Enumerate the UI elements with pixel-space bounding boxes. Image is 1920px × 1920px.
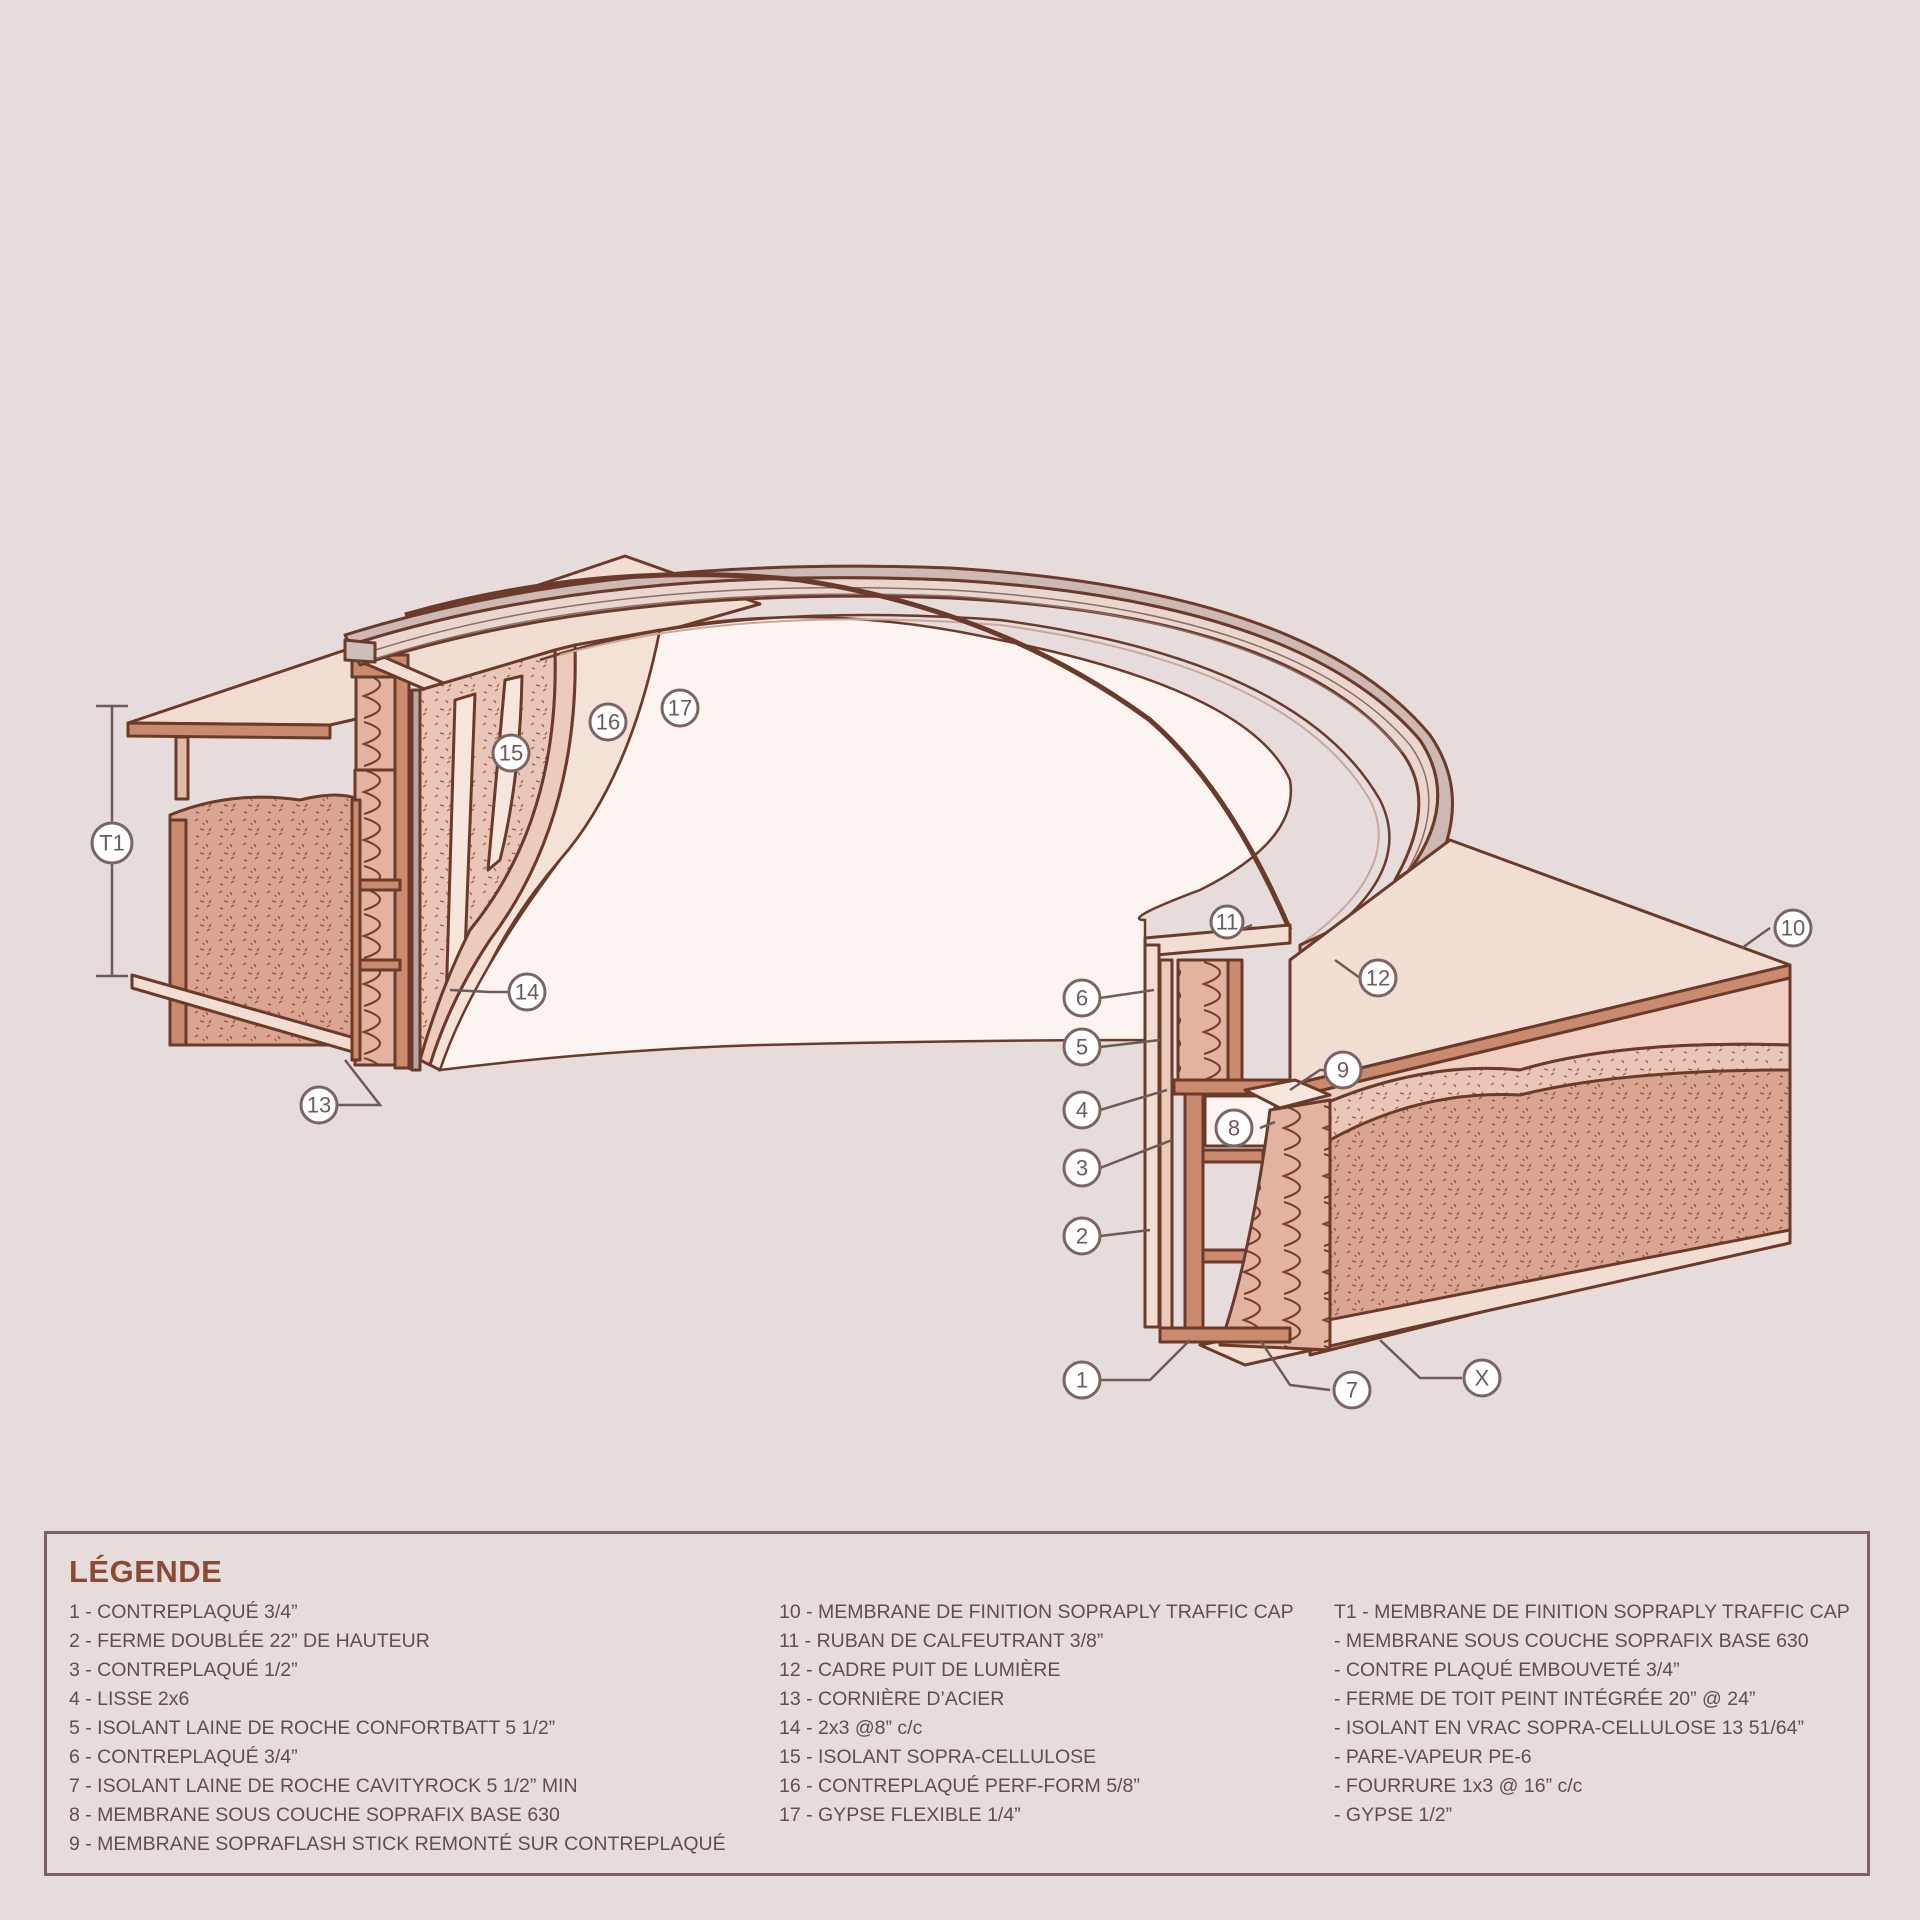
callout-13: 13 (299, 1085, 339, 1125)
leader-lines (338, 923, 1771, 1392)
legend-item: T1 - MEMBRANE DE FINITION SOPRAPLY TRAFF… (1334, 1601, 1850, 1623)
svg-text:8: 8 (1228, 1116, 1240, 1141)
legend-item: 6 - CONTREPLAQUÉ 3/4” (69, 1746, 298, 1768)
callout-9: 9 (1323, 1050, 1363, 1090)
svg-text:15: 15 (499, 741, 523, 766)
callout-8: 8 (1214, 1108, 1254, 1148)
svg-text:4: 4 (1076, 1098, 1088, 1123)
legend-item: 1 - CONTREPLAQUÉ 3/4” (69, 1601, 298, 1623)
callout-4: 4 (1062, 1090, 1102, 1130)
callout-x: X (1379, 1339, 1502, 1398)
right-wall-section (1143, 838, 1792, 1367)
legend-item: 3 - CONTREPLAQUÉ 1/2” (69, 1659, 298, 1681)
legend-box: LÉGENDE 1 - CONTREPLAQUÉ 3/4” 2 - FERME D… (44, 1531, 1870, 1876)
legend-item: - ISOLANT EN VRAC SOPRA-CELLULOSE 13 51/… (1334, 1717, 1804, 1739)
callout-10: 10 (1773, 908, 1813, 948)
skylight-section-diagram: T1 13 14 15 16 17 11 12 10 9 8 6 5 4 3 2 (90, 554, 1813, 1410)
legend-item: 16 - CONTREPLAQUÉ PERF-FORM 5/8” (779, 1775, 1140, 1797)
legend-item: - MEMBRANE SOUS COUCHE SOPRAFIX BASE 630 (1334, 1630, 1809, 1652)
svg-text:1: 1 (1076, 1368, 1088, 1393)
legend-item: - PARE-VAPEUR PE-6 (1334, 1746, 1532, 1768)
legend-column-2: 10 - MEMBRANE DE FINITION SOPRAPLY TRAFF… (779, 1598, 1294, 1830)
callout-t1: T1 (90, 821, 134, 865)
callout-15: 15 (491, 733, 531, 773)
callout-7: 7 (1332, 1370, 1372, 1410)
legend-item: 15 - ISOLANT SOPRA-CELLULOSE (779, 1746, 1097, 1768)
legend-item: 13 - CORNIÈRE D’ACIER (779, 1688, 1005, 1710)
legend-item: - GYPSE 1/2” (1334, 1804, 1453, 1826)
svg-text:14: 14 (515, 980, 539, 1005)
svg-text:3: 3 (1076, 1156, 1088, 1181)
callout-5: 5 (1062, 1027, 1102, 1067)
legend-item: 14 - 2x3 @8” c/c (779, 1717, 923, 1739)
callout-1: 1 (1062, 1360, 1102, 1400)
legend-item: 9 - MEMBRANE SOPRAFLASH STICK REMONTÉ SU… (69, 1833, 726, 1855)
svg-text:16: 16 (596, 710, 620, 735)
legend-title: LÉGENDE (69, 1554, 223, 1589)
legend-item: 2 - FERME DOUBLÉE 22” DE HAUTEUR (69, 1630, 430, 1652)
callout-11: 11 (1209, 904, 1245, 940)
svg-text:X: X (1475, 1366, 1490, 1391)
svg-text:5: 5 (1076, 1035, 1088, 1060)
callout-14: 14 (507, 972, 547, 1012)
svg-text:17: 17 (668, 696, 692, 721)
legend-item: 12 - CADRE PUIT DE LUMIÈRE (779, 1659, 1061, 1681)
callout-12: 12 (1358, 958, 1398, 998)
svg-text:7: 7 (1346, 1378, 1358, 1403)
svg-text:2: 2 (1076, 1224, 1088, 1249)
svg-text:6: 6 (1076, 986, 1088, 1011)
legend-item: - CONTRE PLAQUÉ EMBOUVETÉ 3/4” (1334, 1659, 1680, 1681)
callout-16: 16 (588, 702, 628, 742)
legend-item: 5 - ISOLANT LAINE DE ROCHE CONFORTBATT 5… (69, 1717, 556, 1739)
svg-text:T1: T1 (99, 831, 125, 856)
legend-item: 4 - LISSE 2x6 (69, 1688, 190, 1710)
svg-text:11: 11 (1216, 910, 1239, 935)
legend-item: 8 - MEMBRANE SOUS COUCHE SOPRAFIX BASE 6… (69, 1804, 560, 1826)
legend-column-3: T1 - MEMBRANE DE FINITION SOPRAPLY TRAFF… (1334, 1598, 1850, 1830)
callout-3: 3 (1062, 1148, 1102, 1188)
callout-17: 17 (660, 688, 700, 728)
legend-item: 11 - RUBAN DE CALFEUTRANT 3/8” (779, 1630, 1104, 1652)
callout-6: 6 (1062, 978, 1102, 1018)
legend-item: - FOURRURE 1x3 @ 16” c/c (1334, 1775, 1583, 1797)
svg-text:9: 9 (1337, 1058, 1349, 1083)
legend-item: - FERME DE TOIT PEINT INTÉGRÉE 20” @ 24” (1334, 1688, 1756, 1710)
legend-item: 10 - MEMBRANE DE FINITION SOPRAPLY TRAFF… (779, 1601, 1294, 1623)
svg-text:12: 12 (1366, 966, 1390, 991)
legend-item: 7 - ISOLANT LAINE DE ROCHE CAVITYROCK 5 … (69, 1775, 578, 1797)
callout-2: 2 (1062, 1216, 1102, 1256)
legend-item: 17 - GYPSE FLEXIBLE 1/4” (779, 1804, 1021, 1826)
svg-text:10: 10 (1781, 916, 1805, 941)
svg-text:13: 13 (307, 1093, 331, 1118)
legend-column-1: 1 - CONTREPLAQUÉ 3/4” 2 - FERME DOUBLÉE 2… (69, 1598, 726, 1859)
